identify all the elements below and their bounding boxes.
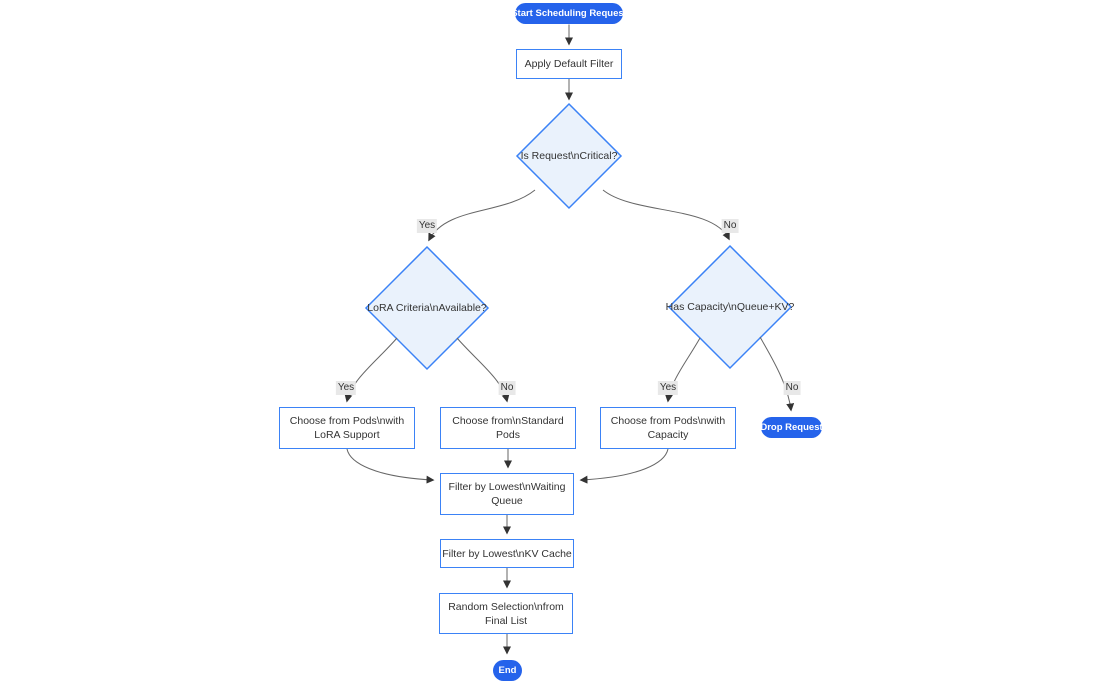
edge-label-capacity-yes: Yes bbox=[657, 381, 679, 395]
decision-diamond-is-critical bbox=[515, 102, 623, 210]
node-has-capacity-queue-kv-label: Has Capacity\nQueue+KV? bbox=[665, 301, 795, 313]
edge-capacity-pods-to-filter-queue bbox=[579, 448, 669, 484]
node-drop-request: Drop Request bbox=[760, 417, 823, 438]
edge-label-critical-yes: Yes bbox=[416, 219, 438, 233]
node-end: End bbox=[493, 660, 522, 681]
edge-critical-no-to-capacity bbox=[602, 189, 730, 241]
node-filter-waiting-queue: Filter by Lowest\nWaiting Queue bbox=[440, 473, 574, 515]
edge-capacity-yes-to-capacity-pods bbox=[664, 337, 701, 403]
node-random-selection: Random Selection\nfrom Final List bbox=[439, 593, 573, 634]
node-filter-kv-cache: Filter by Lowest\nKV Cache bbox=[440, 539, 574, 568]
node-choose-capacity-pods: Choose from Pods\nwith Capacity bbox=[600, 407, 736, 449]
edge-lora-pods-to-filter-queue bbox=[346, 448, 435, 484]
node-start: Start Scheduling Request bbox=[511, 3, 627, 24]
node-apply-default-filter: Apply Default Filter bbox=[516, 49, 622, 79]
node-choose-lora-pods: Choose from Pods\nwith LoRA Support bbox=[279, 407, 415, 449]
edge-label-lora-no: No bbox=[498, 381, 516, 395]
node-choose-standard-pods: Choose from\nStandard Pods bbox=[440, 407, 576, 449]
edge-critical-yes-to-lora bbox=[428, 189, 536, 242]
node-is-request-critical-label: Is Request\nCritical? bbox=[520, 150, 618, 162]
edge-label-capacity-no: No bbox=[783, 381, 801, 395]
edge-label-critical-no: No bbox=[721, 219, 739, 233]
edge-capacity-no-to-drop bbox=[759, 336, 795, 412]
edge-label-lora-yes: Yes bbox=[335, 381, 357, 395]
node-lora-criteria-available-label: LoRA Criteria\nAvailable? bbox=[367, 302, 487, 314]
